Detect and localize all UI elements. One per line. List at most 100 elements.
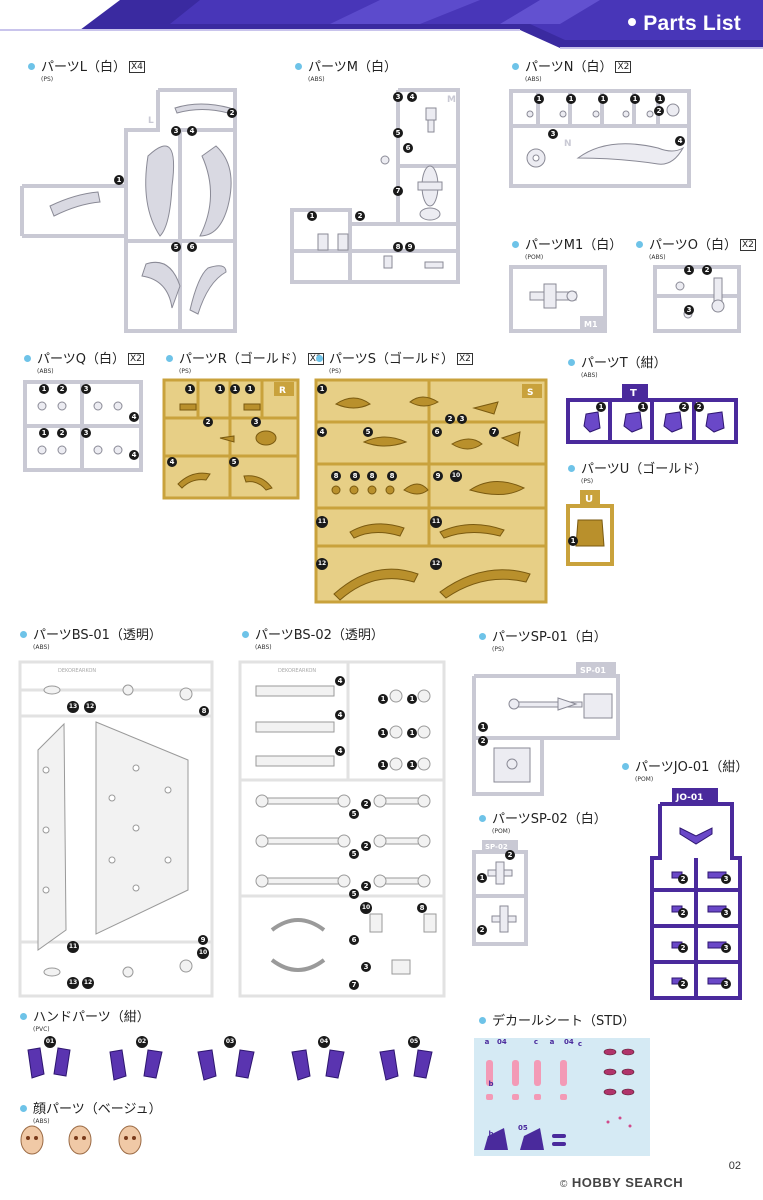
part-number-badge: 1 [317, 384, 327, 394]
part-number-badge: 2 [679, 402, 689, 412]
sprue-BS02: DEKOREARKON [238, 660, 446, 998]
part-number-badge: 2 [227, 108, 237, 118]
part-number-badge: 12 [430, 558, 442, 570]
hand-number-badge: 03 [224, 1036, 236, 1048]
part-number-badge: 2 [505, 850, 515, 860]
material-BS01: (ABS) [33, 644, 50, 651]
part-number-badge: c [577, 1040, 583, 1048]
page-title: Parts List [628, 12, 741, 36]
label-part-L: パーツL（白）X4 [28, 60, 145, 75]
part-number-badge: 3 [251, 417, 261, 427]
part-number-badge: 12 [84, 701, 96, 713]
part-number-badge: 1 [534, 94, 544, 104]
sprue-T: T [566, 384, 738, 444]
part-number-badge: 3 [721, 908, 731, 918]
label-part-O: パーツO（白）X2 [636, 238, 756, 253]
part-number-badge: 3 [393, 92, 403, 102]
part-number-badge: 4 [675, 136, 685, 146]
part-number-badge: 10 [360, 902, 372, 914]
part-number-badge: 2 [678, 979, 688, 989]
part-number-badge: 2 [478, 736, 488, 746]
part-number-badge: 1 [598, 94, 608, 104]
part-number-badge: 1 [655, 94, 665, 104]
material-M1: (POM) [525, 254, 544, 261]
svg-text:U: U [585, 494, 593, 505]
label-part-BS02: パーツBS-02（透明） [242, 628, 384, 643]
part-number-badge: 3 [81, 384, 91, 394]
part-number-badge: 3 [721, 874, 731, 884]
part-number-badge: 7 [489, 427, 499, 437]
part-number-badge: 1 [378, 694, 388, 704]
part-number-badge: 4 [407, 92, 417, 102]
watermark: ©HOBBY SEARCH [560, 1175, 684, 1190]
part-number-badge: 9 [198, 935, 208, 945]
sprue-SP01: SP-01 [472, 662, 620, 796]
svg-text:T: T [630, 388, 637, 399]
sprue-BS01: DEKOREARKON [18, 660, 214, 998]
svg-text:SP-02: SP-02 [485, 843, 508, 851]
label-part-T: パーツT（紺） [568, 356, 667, 371]
part-number-badge: 3 [684, 305, 694, 315]
header-band: Parts List [0, 0, 763, 52]
part-number-badge: 05 [518, 1124, 528, 1132]
part-number-badge: 4 [335, 710, 345, 720]
part-number-badge: 11 [67, 941, 79, 953]
material-R: (PS) [179, 368, 192, 375]
part-number-badge: 5 [393, 128, 403, 138]
part-number-badge: 1 [630, 94, 640, 104]
part-number-badge: 2 [361, 841, 371, 851]
part-number-badge: 4 [317, 427, 327, 437]
part-number-badge: 1 [307, 211, 317, 221]
part-number-badge: 2 [355, 211, 365, 221]
sprue-R: R [162, 378, 300, 500]
part-number-badge: 1 [477, 873, 487, 883]
hand-number-badge: 01 [44, 1036, 56, 1048]
part-number-badge: 3 [721, 979, 731, 989]
label-part-SP01: パーツSP-01（白） [479, 630, 607, 645]
part-number-badge: 5 [349, 889, 359, 899]
material-N: (ABS) [525, 76, 542, 83]
part-number-badge: 3 [361, 962, 371, 972]
part-number-badge: 6 [403, 143, 413, 153]
part-number-badge: 11 [316, 516, 328, 528]
label-part-N: パーツN（白）X2 [512, 60, 632, 75]
hand-number-badge: 05 [408, 1036, 420, 1048]
part-number-badge: 1 [407, 728, 417, 738]
part-number-badge: 8 [350, 471, 360, 481]
svg-text:DEKOREARKON: DEKOREARKON [278, 668, 316, 674]
part-number-badge: 2 [678, 943, 688, 953]
material-hands: (PVC) [33, 1026, 50, 1033]
part-number-badge: 2 [678, 874, 688, 884]
material-JO01: (POM) [635, 776, 654, 783]
part-number-badge: 1 [684, 265, 694, 275]
part-number-badge: 3 [81, 428, 91, 438]
part-number-badge: 4 [335, 676, 345, 686]
part-number-badge: 6 [187, 242, 197, 252]
part-number-badge: 2 [694, 402, 704, 412]
part-number-badge: 7 [393, 186, 403, 196]
part-number-badge: 8 [331, 471, 341, 481]
part-number-badge: 7 [349, 980, 359, 990]
part-number-badge: 5 [349, 809, 359, 819]
part-number-badge: 1 [407, 694, 417, 704]
label-part-SP02: パーツSP-02（白） [479, 812, 607, 827]
part-number-badge: 9 [405, 242, 415, 252]
hand-number-badge: 02 [136, 1036, 148, 1048]
part-number-badge: 1 [39, 428, 49, 438]
part-number-badge: 2 [654, 106, 664, 116]
part-number-badge: 1 [378, 760, 388, 770]
svg-text:N: N [564, 139, 572, 149]
part-number-badge: 04 [497, 1038, 507, 1046]
label-part-JO01: パーツJO-01（紺） [622, 760, 748, 775]
part-number-badge: 13 [67, 701, 79, 713]
part-number-badge: 1 [215, 384, 225, 394]
part-number-badge: 8 [393, 242, 403, 252]
part-number-badge: 5 [171, 242, 181, 252]
part-number-badge: 1 [407, 760, 417, 770]
hand-number-badge: 04 [318, 1036, 330, 1048]
header-stripes [0, 0, 763, 49]
label-part-M: パーツM（白） [295, 60, 397, 75]
material-SP01: (PS) [492, 646, 505, 653]
svg-text:S: S [527, 388, 533, 398]
part-number-badge: 1 [378, 728, 388, 738]
